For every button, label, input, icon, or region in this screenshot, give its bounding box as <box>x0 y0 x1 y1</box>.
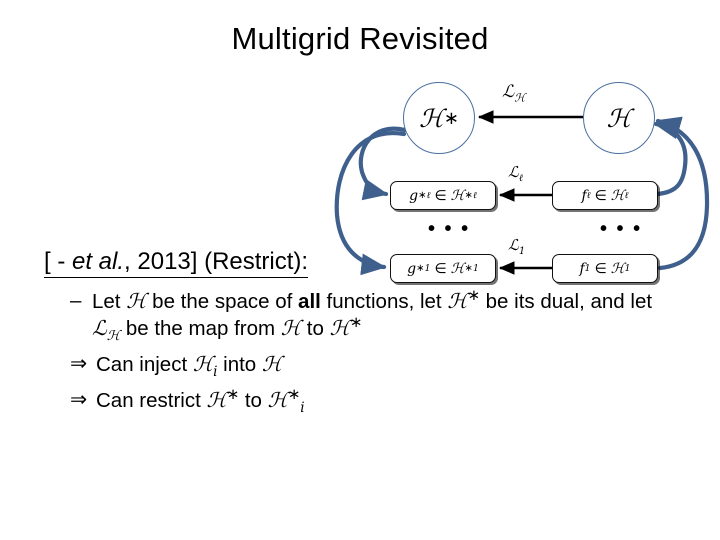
curve-inject-from-fl <box>653 117 688 197</box>
bullet-can-inject: ⇒ Can inject ℋi into ℋ <box>70 351 684 381</box>
seg-all: all <box>298 289 321 313</box>
bullet-marker-implies-1: ⇒ <box>70 352 88 376</box>
ellipsis-left: • • • <box>428 218 471 240</box>
bullet-definition: – Let ℋ be the space of all functions, l… <box>70 288 684 342</box>
seg-functions-let: functions, let <box>320 289 448 313</box>
node-h-star-circle: ℋ∗ <box>403 82 475 154</box>
node-h-circle: ℋ <box>583 82 655 154</box>
seg-be-its-dual: be its dual, and let <box>479 289 653 313</box>
page-title: Multigrid Revisited <box>231 21 489 56</box>
bullet-can-inject-text: Can inject ℋi into ℋ <box>96 352 283 381</box>
edge-label-l-l: ℒℓ <box>508 163 523 184</box>
edge-label-l-h: ℒℋ <box>502 82 526 105</box>
ellipsis-right: • • • <box>600 218 643 240</box>
node-g-1-box: g∗1 ∈ ℋ∗1 <box>390 254 496 283</box>
bullet-can-restrict: ⇒ Can restrict ℋ∗ to ℋ∗i <box>70 387 684 417</box>
bullet-marker-dash: – <box>70 288 82 312</box>
bullet-marker-implies-2: ⇒ <box>70 388 88 412</box>
citation-heading: [ - et al., 2013] (Restrict): <box>44 248 309 278</box>
slide-body: [ - et al., 2013] (Restrict): – Let ℋ be… <box>44 248 684 415</box>
curve-inject-from-f1 <box>655 116 710 271</box>
seg-let: Let <box>92 289 127 313</box>
citation-et-al: et al. <box>72 248 125 275</box>
edge-label-l-1: ℒ1 <box>508 236 526 257</box>
node-g-l-box: g∗ℓ ∈ ℋ∗ℓ <box>390 181 496 210</box>
seg-map-from: be the map from <box>120 316 281 340</box>
seg-space-of: be the space of <box>146 289 299 313</box>
citation-rest: , 2013] (Restrict): <box>124 248 309 275</box>
seg-to: to <box>301 316 330 340</box>
citation-open: [ - <box>44 248 72 275</box>
bullet-can-restrict-text: Can restrict ℋ∗ to ℋ∗i <box>96 387 305 417</box>
bullet-definition-text: Let ℋ be the space of all functions, let… <box>92 287 653 344</box>
